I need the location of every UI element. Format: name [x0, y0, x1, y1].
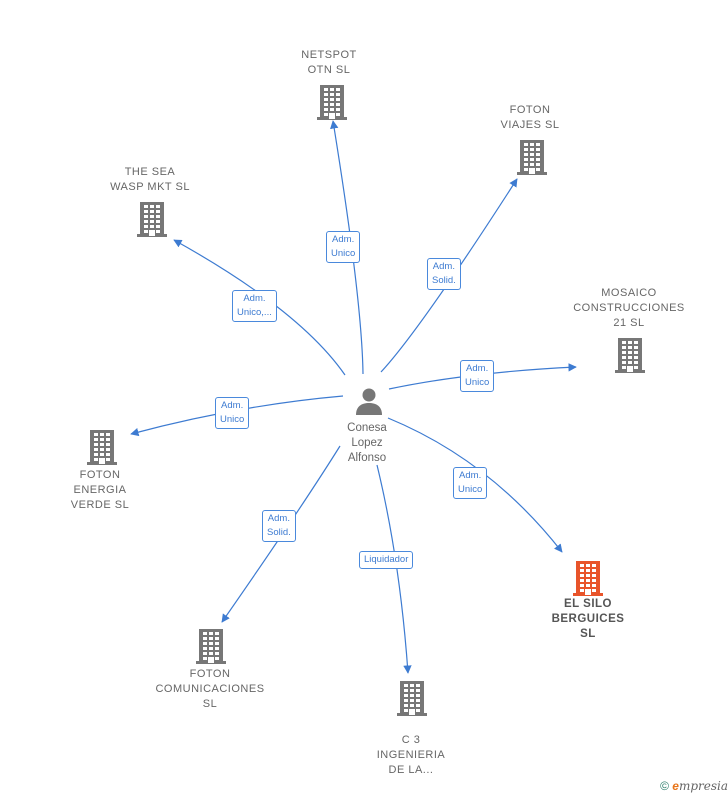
relation-label[interactable]: Adm. Unico — [215, 397, 250, 429]
empresia-logo-text: mpresia — [678, 779, 728, 793]
empresia-logo-e: e — [672, 779, 679, 793]
person-name: Conesa Lopez Alfonso — [347, 422, 387, 464]
relation-edge-the-sea — [173, 239, 346, 376]
relation-label[interactable]: Adm. Unico — [453, 467, 488, 499]
copyright-symbol: © — [660, 779, 669, 793]
company-node-mosaico[interactable]: MOSAICO CONSTRUCCIONES 21 SL — [564, 286, 694, 331]
empresia-footer: © empresia — [660, 779, 728, 793]
company-node-foton-comunicaciones[interactable]: FOTON COMUNICACIONES SL — [145, 667, 275, 712]
company-label: FOTON VIAJES SL — [500, 104, 560, 131]
company-node-c3[interactable]: C 3 INGENIERIA DE LA... — [361, 733, 461, 778]
relation-label[interactable]: Adm. Solid. — [262, 510, 296, 542]
building-icon — [137, 201, 167, 242]
building-icon — [397, 680, 427, 721]
building-icon — [87, 429, 117, 470]
company-node-el-silo[interactable]: EL SILO BERGUICES SL — [538, 597, 638, 642]
relation-edge-foton-viajes — [380, 178, 518, 373]
company-label: FOTON ENERGIA VERDE SL — [70, 469, 130, 511]
building-icon — [196, 628, 226, 669]
building-icon — [317, 84, 347, 125]
company-node-foton-energia[interactable]: FOTON ENERGIA VERDE SL — [50, 468, 150, 513]
company-label: MOSAICO CONSTRUCCIONES 21 SL — [573, 287, 685, 329]
relation-edge-netspot — [330, 120, 364, 375]
person-icon — [356, 388, 382, 415]
building-icon — [573, 560, 603, 601]
company-label: C 3 INGENIERIA DE LA... — [376, 734, 446, 776]
company-node-the-sea[interactable]: THE SEA WASP MKT SL — [100, 165, 200, 195]
relation-label[interactable]: Adm. Unico — [460, 360, 495, 392]
building-icon — [615, 337, 645, 378]
company-label: EL SILO BERGUICES SL — [551, 598, 625, 640]
relation-label[interactable]: Liquidador — [359, 551, 414, 569]
company-label: FOTON COMUNICACIONES SL — [155, 668, 265, 710]
relation-edge-c3 — [376, 464, 412, 674]
relation-label[interactable]: Adm. Unico,... — [232, 290, 277, 322]
relation-label[interactable]: Adm. Solid. — [427, 258, 461, 290]
person-node[interactable] — [340, 386, 398, 416]
company-node-foton-viajes[interactable]: FOTON VIAJES SL — [480, 103, 580, 133]
company-label: THE SEA WASP MKT SL — [110, 166, 190, 193]
building-icon — [517, 139, 547, 180]
company-label: NETSPOT OTN SL — [301, 49, 357, 76]
company-node-netspot[interactable]: NETSPOT OTN SL — [279, 48, 379, 78]
relation-label[interactable]: Adm. Unico — [326, 231, 361, 263]
